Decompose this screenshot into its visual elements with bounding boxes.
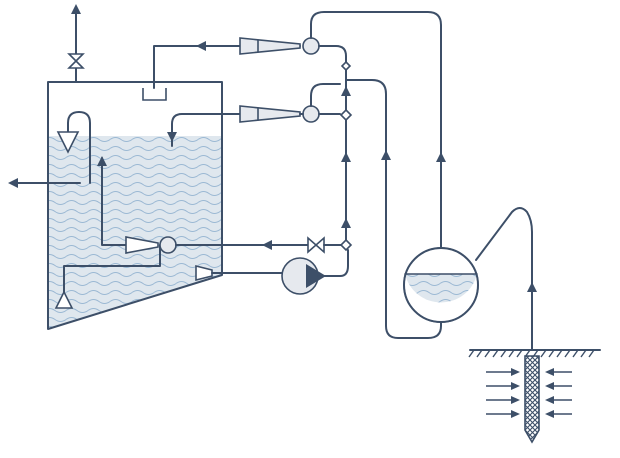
ground-tick: [548, 349, 555, 358]
tank-wall: [47, 81, 223, 330]
junction-icon: [302, 37, 320, 55]
pump-suction: [195, 264, 283, 282]
ground-tick: [564, 349, 571, 358]
junction-icon: [302, 105, 320, 123]
return-loop: [345, 79, 442, 339]
ground-tick: [556, 349, 563, 358]
ground-tick: [508, 349, 515, 358]
ground-tick: [516, 349, 523, 358]
inflow-arrows: [486, 368, 572, 418]
pressure-vessel: [403, 247, 479, 323]
nozzle-icon: [195, 264, 213, 282]
flow-arrow-icon: [511, 410, 520, 418]
vessel-well-link: [475, 207, 533, 351]
ejector-lower: [97, 156, 343, 254]
ejector-icon: [239, 105, 301, 123]
flow-arrow-icon: [511, 368, 520, 376]
ground-tick: [580, 349, 587, 358]
flow-arrow-icon: [341, 218, 351, 228]
vent-valve: [67, 4, 85, 83]
ejector-icon: [239, 37, 301, 55]
ejector-icon: [125, 236, 159, 254]
screen-icon: [524, 355, 540, 444]
flow-arrow-icon: [8, 178, 18, 188]
flow-arrow-icon: [167, 132, 177, 142]
main-pump: [281, 249, 349, 295]
ground-tick: [468, 349, 475, 358]
flow-arrow-icon: [527, 282, 537, 292]
distribution-header: [299, 45, 353, 252]
nozzle-icon: [54, 290, 74, 309]
flow-arrow-icon: [97, 156, 107, 166]
top-loop: [310, 11, 446, 249]
tank: [47, 81, 223, 330]
junction-icon: [339, 108, 353, 122]
ground-tick: [540, 349, 547, 358]
tank-left-outlet: [8, 111, 91, 188]
junction-icon: [339, 238, 353, 252]
flow-arrow-icon: [511, 382, 520, 390]
junction-icon: [340, 60, 352, 72]
ground-tick: [484, 349, 491, 358]
ejector-middle: [167, 105, 320, 147]
flow-arrow-icon: [341, 152, 351, 162]
nozzle-icon: [56, 131, 80, 154]
flow-arrow-icon: [545, 368, 554, 376]
ground-tick: [588, 349, 595, 358]
ground-tick: [476, 349, 483, 358]
flow-arrow-icon: [262, 240, 272, 250]
valve-icon: [67, 53, 85, 69]
well: [486, 355, 572, 444]
ejector-upper: [153, 37, 320, 89]
valve-icon: [307, 236, 325, 254]
ground-tick: [500, 349, 507, 358]
flow-arrow-icon: [381, 150, 391, 160]
ground-tick: [492, 349, 499, 358]
flow-arrow-icon: [545, 410, 554, 418]
flow-arrow-icon: [196, 41, 206, 51]
ground-tick: [572, 349, 579, 358]
flow-arrow-icon: [436, 152, 446, 162]
flow-arrow-icon: [511, 396, 520, 404]
flow-arrow-icon: [341, 86, 351, 96]
tank-bottom-suction: [54, 244, 161, 309]
flow-arrow-icon: [71, 4, 81, 14]
flow-arrow-icon: [545, 396, 554, 404]
flow-arrow-icon: [545, 382, 554, 390]
tank-outlet-cap: [142, 88, 167, 101]
tank-water-waves: [48, 136, 222, 329]
junction-icon: [159, 236, 177, 254]
